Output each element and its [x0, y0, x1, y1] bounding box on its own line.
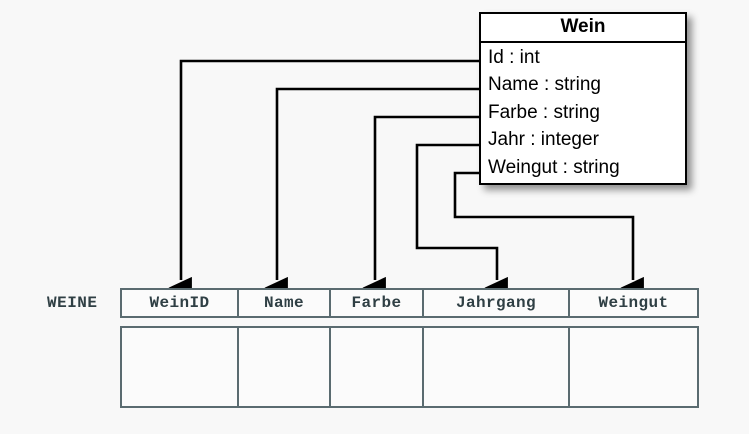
- connector-name-to-name: [264, 87, 481, 299]
- cell-farbe[interactable]: [331, 328, 424, 406]
- connector-id-to-weinid: [168, 59, 481, 299]
- cell-weinid[interactable]: [122, 328, 239, 406]
- class-attribute-farbe: Farbe : string: [488, 101, 600, 123]
- column-header-name[interactable]: Name: [239, 290, 331, 316]
- class-attribute-id: Id : int: [488, 46, 540, 68]
- table-row: [120, 326, 699, 408]
- cell-jahrgang[interactable]: [424, 328, 570, 406]
- connector-jahr-to-jahrgang: [415, 143, 508, 299]
- relation-table: WeinID Name Farbe Jahrgang Weingut: [120, 288, 699, 408]
- class-name: Wein: [481, 14, 685, 43]
- class-attribute-jahr: Jahr : integer: [488, 129, 599, 151]
- table-header-row: WeinID Name Farbe Jahrgang Weingut: [120, 288, 699, 318]
- cell-weingut[interactable]: [570, 328, 697, 406]
- cell-name[interactable]: [239, 328, 331, 406]
- uml-class-box[interactable]: Wein Id : int Name : string Farbe : stri…: [479, 12, 687, 186]
- connector-farbe-to-farbe: [362, 115, 481, 299]
- column-header-weinid[interactable]: WeinID: [122, 290, 239, 316]
- class-attribute-list: Id : int Name : string Farbe : string Ja…: [481, 43, 685, 184]
- column-header-farbe[interactable]: Farbe: [331, 290, 424, 316]
- column-header-jahrgang[interactable]: Jahrgang: [424, 290, 570, 316]
- column-header-weingut[interactable]: Weingut: [598, 294, 669, 312]
- relation-label: WEINE: [47, 294, 98, 312]
- class-attribute-name: Name : string: [488, 74, 601, 96]
- connector-weingut-to-weingut: [453, 171, 644, 299]
- class-attribute-weingut: Weingut : string: [488, 156, 620, 178]
